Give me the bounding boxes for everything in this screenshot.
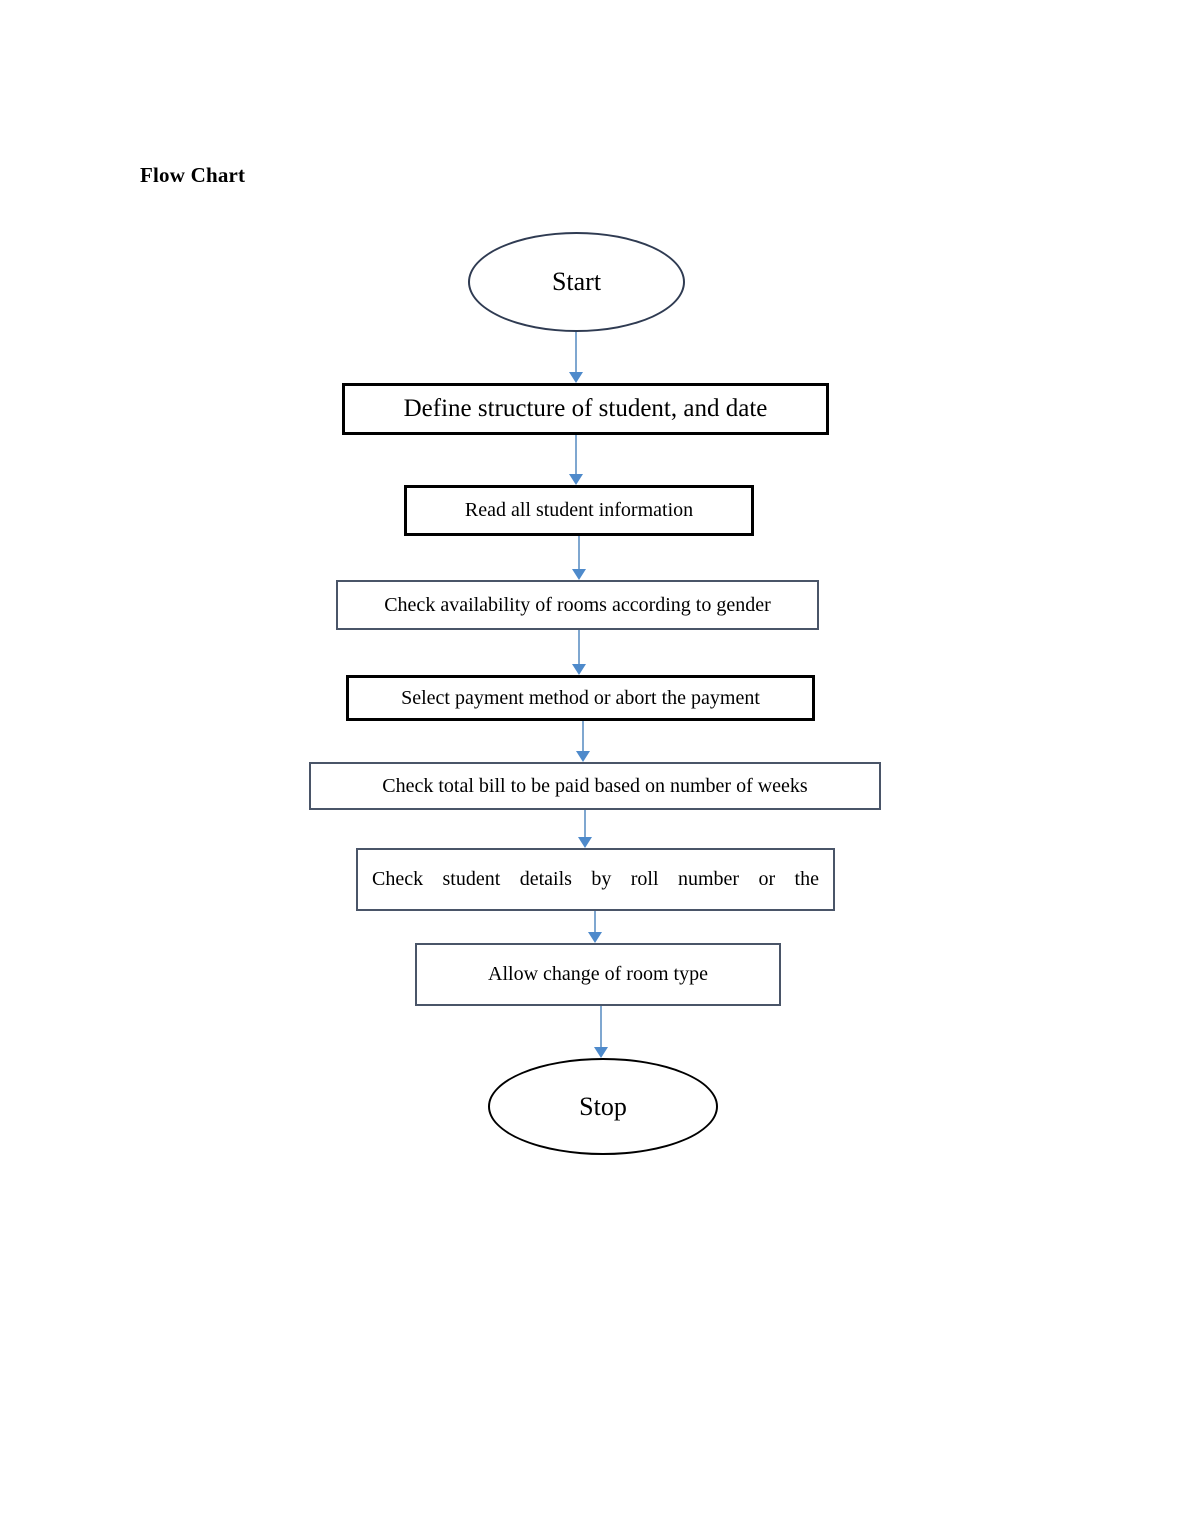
connector-line — [594, 911, 596, 934]
connector-line — [575, 435, 577, 476]
arrowhead-icon — [588, 932, 602, 943]
page-title: Flow Chart — [140, 163, 246, 187]
flow-connector — [591, 1006, 611, 1058]
flow-node-select-payment: Select payment method or abort the payme… — [346, 675, 815, 721]
flow-connector — [585, 911, 605, 943]
flow-connector — [569, 536, 589, 580]
flow-node-allow-room-change: Allow change of room type — [415, 943, 781, 1006]
flow-connector — [575, 810, 595, 848]
connector-line — [600, 1006, 602, 1049]
arrowhead-icon — [576, 751, 590, 762]
flow-connector — [566, 435, 586, 485]
flow-node-label: Stop — [579, 1091, 627, 1121]
arrowhead-icon — [572, 664, 586, 675]
flow-connector — [566, 332, 586, 383]
flow-node-label: Check total bill to be paid based on num… — [382, 774, 808, 797]
flow-node-label: Read all student information — [464, 499, 694, 521]
flow-connector — [573, 721, 593, 762]
flow-node-start: Start — [468, 232, 685, 332]
connector-line — [584, 810, 586, 839]
connector-line — [575, 332, 577, 374]
connector-line — [578, 630, 580, 666]
flow-node-label: Check availability of rooms according to… — [384, 593, 771, 616]
arrowhead-icon — [578, 837, 592, 848]
flow-node-check-student-details: Check student details by roll number or … — [356, 848, 835, 911]
connector-line — [582, 721, 584, 753]
connector-line — [578, 536, 580, 571]
flow-node-label: Check student details by roll number or … — [372, 868, 819, 890]
arrowhead-icon — [594, 1047, 608, 1058]
flow-node-label: Define structure of student, and date — [403, 395, 768, 422]
flow-node-label: Allow change of room type — [488, 963, 708, 985]
flow-node-stop: Stop — [488, 1058, 718, 1155]
flow-node-define-structure: Define structure of student, and date — [342, 383, 829, 435]
arrowhead-icon — [569, 474, 583, 485]
flow-node-label: Select payment method or abort the payme… — [401, 686, 760, 709]
flow-connector — [569, 630, 589, 675]
arrowhead-icon — [569, 372, 583, 383]
arrowhead-icon — [572, 569, 586, 580]
flow-node-check-availability: Check availability of rooms according to… — [336, 580, 819, 630]
flow-node-read-information: Read all student information — [404, 485, 754, 536]
flow-node-label: Start — [551, 267, 602, 296]
flow-node-check-total-bill: Check total bill to be paid based on num… — [309, 762, 881, 810]
